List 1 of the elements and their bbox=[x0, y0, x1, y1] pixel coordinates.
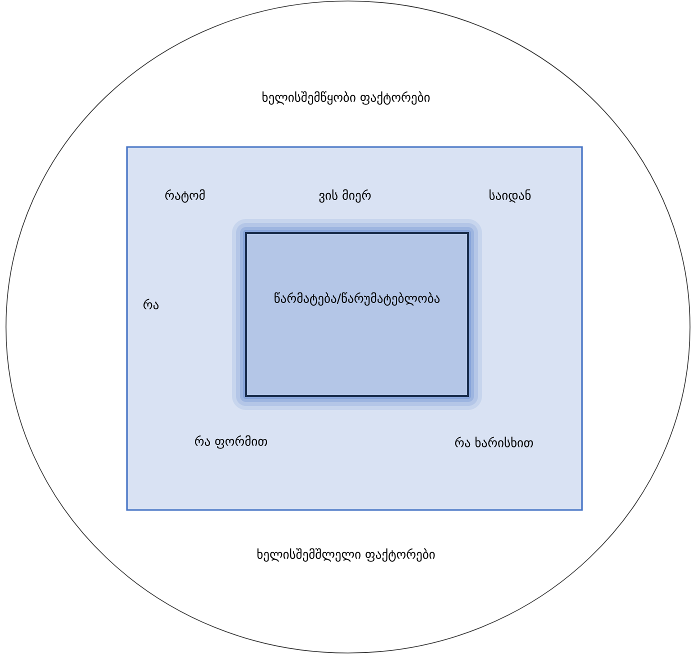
center-box: წარმატება/წარუმატებლობა bbox=[232, 219, 482, 410]
